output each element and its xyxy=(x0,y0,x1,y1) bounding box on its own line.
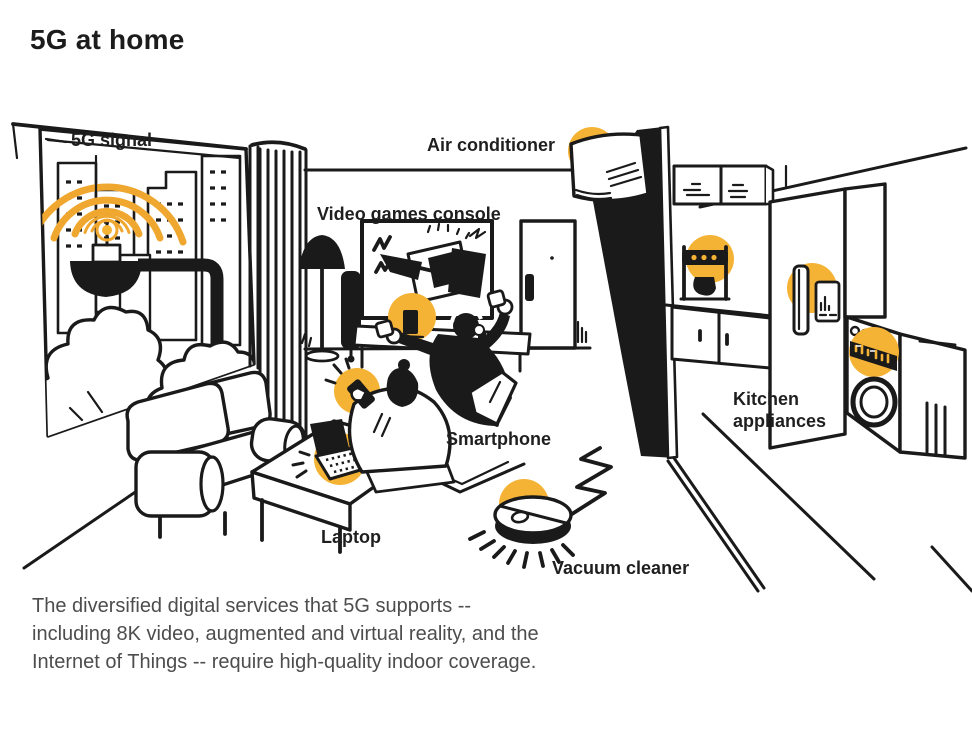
sofa xyxy=(125,370,307,539)
callout-5g-signal: 5G signal xyxy=(71,130,153,150)
city-window xyxy=(38,127,260,438)
caption-text: The diversified digital services that 5G… xyxy=(32,595,539,673)
callout-smartphone: Smartphone xyxy=(446,429,552,449)
5g-antenna-icon xyxy=(70,218,224,436)
vacuum-path-zigzag xyxy=(570,446,613,516)
smartphone xyxy=(324,357,375,409)
robot-vacuum xyxy=(468,446,613,569)
callout-air-conditioner: Air conditioner xyxy=(427,135,556,155)
kitchen-cabinets xyxy=(664,146,968,370)
signal-arcs-icon xyxy=(40,183,187,246)
games-console xyxy=(388,293,436,341)
partition-wall xyxy=(592,125,679,460)
curtain xyxy=(250,140,308,470)
coffee-machine xyxy=(679,235,734,301)
callout-vacuum-cleaner: Vacuum cleaner xyxy=(552,558,690,578)
page-title: 5G at home xyxy=(30,24,185,55)
gamer-figure xyxy=(374,289,526,494)
air-conditioner xyxy=(568,127,650,203)
refrigerator xyxy=(768,182,887,450)
callout-kitchen-appliances: Kitchen appliances xyxy=(733,389,827,431)
callout-video-games-console: Video games console xyxy=(317,204,501,224)
tv xyxy=(360,219,494,320)
city-view xyxy=(40,154,254,436)
phone-user-figure xyxy=(324,357,456,494)
floor-lamp xyxy=(299,235,345,363)
washing-machine xyxy=(845,315,967,460)
floor-lines xyxy=(666,412,972,593)
door xyxy=(519,219,588,350)
callout-laptop: Laptop xyxy=(321,527,381,547)
